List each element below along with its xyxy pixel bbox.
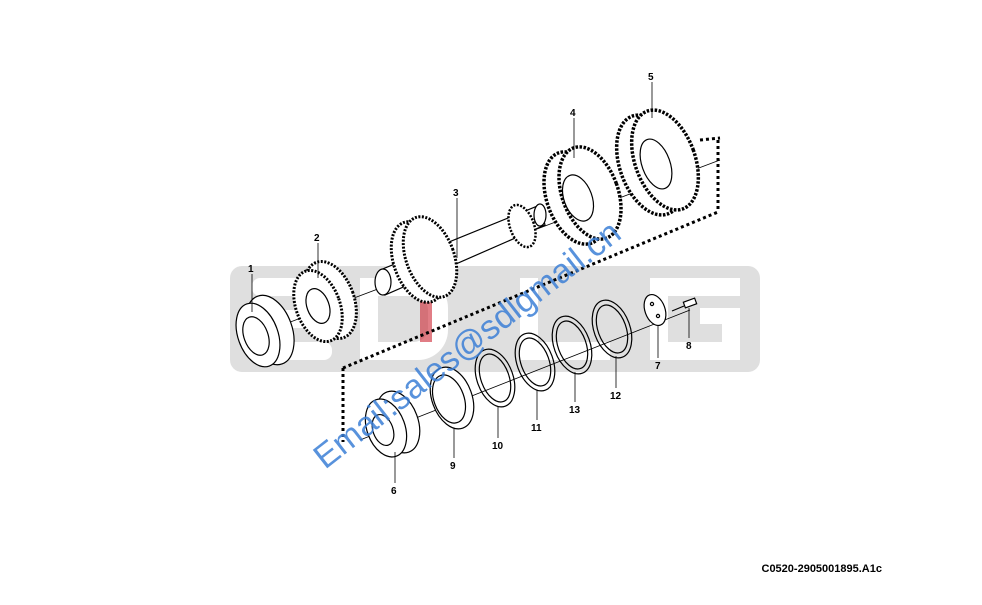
part-2-gear <box>292 260 358 344</box>
callout-12: 12 <box>610 391 622 402</box>
callout-1: 1 <box>248 264 254 275</box>
callout-labels: 1 2 3 4 5 6 7 8 9 10 11 13 12 <box>248 72 692 497</box>
callout-3: 3 <box>453 188 459 199</box>
part-13-shim <box>551 315 593 375</box>
drawing-code: C0520-2905001895.A1c <box>761 563 883 575</box>
callout-9: 9 <box>450 461 456 472</box>
part-5-gear <box>614 108 701 217</box>
callout-11: 11 <box>531 423 542 434</box>
callout-6: 6 <box>391 486 397 497</box>
part-3-shaft <box>374 203 547 304</box>
callout-8: 8 <box>686 341 692 352</box>
leader-lines <box>251 82 690 483</box>
part-1-bearing <box>235 294 295 368</box>
part-7-plate <box>643 293 667 327</box>
callout-10: 10 <box>492 441 504 452</box>
part-9-ring <box>429 366 475 430</box>
callout-5: 5 <box>648 72 654 83</box>
part-6-bearing <box>364 390 421 458</box>
break-lines <box>341 136 721 442</box>
callout-4: 4 <box>570 108 576 119</box>
callout-13: 13 <box>569 405 581 416</box>
part-12-shim <box>591 299 633 359</box>
callout-2: 2 <box>314 233 320 244</box>
part-8-bolt <box>671 297 698 312</box>
part-4-gear <box>542 145 623 246</box>
part-10-shim <box>474 348 516 408</box>
callout-7: 7 <box>655 361 661 372</box>
part-11-shim <box>514 332 556 392</box>
